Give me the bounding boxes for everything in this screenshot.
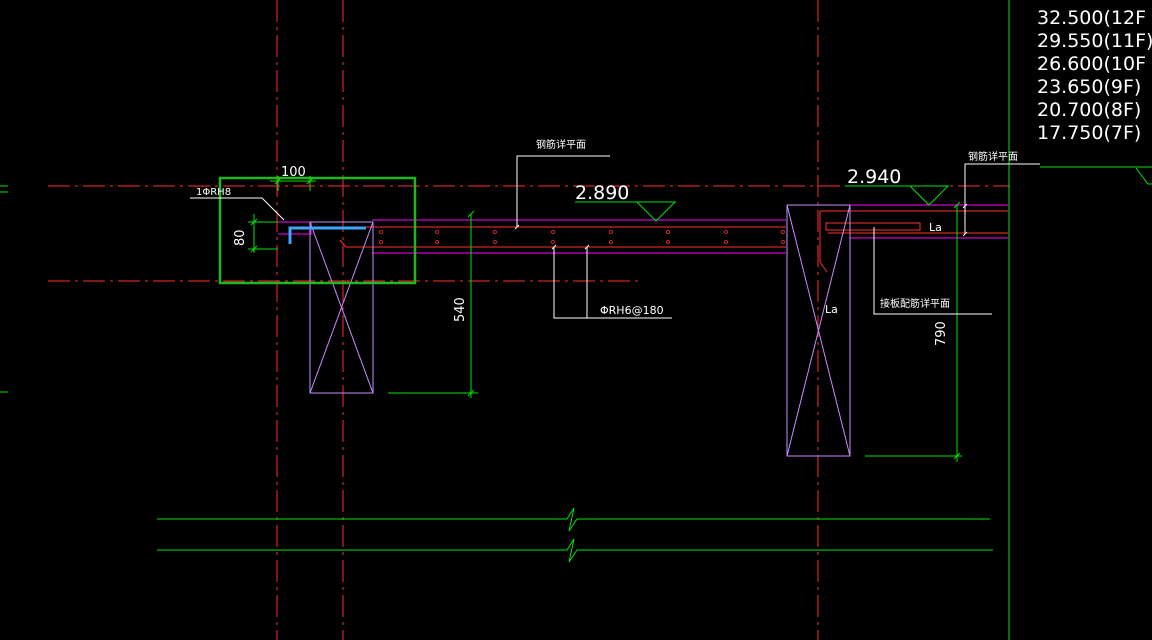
edge-ticks <box>0 185 8 393</box>
break-lines <box>157 507 993 563</box>
note-top-bar: 1ΦRH8 <box>196 187 231 198</box>
elevation-table-tick <box>1135 167 1152 185</box>
dimension-texts: 100 80 540 790 <box>233 165 949 346</box>
note-rebar-detail-2: 钢筋详平面 <box>968 150 1018 163</box>
column-right <box>786 204 851 457</box>
anchor-bar-right <box>825 222 921 231</box>
note-anchor-2: La <box>825 303 838 316</box>
elevation-7f: 17.750(7F) <box>1037 122 1141 144</box>
rebars <box>339 210 1008 273</box>
note-rebar-detail-1: 钢筋详平面 <box>536 138 586 151</box>
slab-outline <box>278 204 1008 254</box>
level-marker-right: 2.940 <box>845 166 949 206</box>
dim-80: 80 <box>233 229 248 246</box>
elevation-list: 32.500(12F 29.550(11F) 26.600(10F 23.650… <box>1037 7 1152 144</box>
distribution-bars <box>379 230 785 244</box>
axis-lines <box>48 0 1010 640</box>
elevation-9f: 23.650(9F) <box>1037 76 1141 98</box>
note-slab-rebar: 接板配筋详平面 <box>880 297 950 310</box>
leader-ticks <box>514 203 968 250</box>
level-2890: 2.890 <box>575 182 629 204</box>
elevation-11f: 29.550(11F) <box>1037 30 1152 52</box>
note-anchor-1: La <box>929 221 942 234</box>
level-2940: 2.940 <box>847 166 901 188</box>
elevation-12f: 32.500(12F <box>1037 7 1146 29</box>
note-stirrup: ΦRH6@180 <box>600 304 664 317</box>
selection-box[interactable] <box>218 176 417 285</box>
right-rebar-down-leg <box>819 211 828 273</box>
bottom-rebar-hook <box>339 239 372 248</box>
elevation-8f: 20.700(8F) <box>1037 99 1141 121</box>
annotation-texts: 钢筋详平面 钢筋详平面 1ΦRH8 ΦRH6@180 接板配筋详平面 La La <box>196 138 1018 317</box>
highlighted-rebar[interactable] <box>288 226 366 244</box>
leader-lines <box>190 155 1040 319</box>
dim-790: 790 <box>934 321 949 346</box>
dim-100: 100 <box>281 165 306 180</box>
dim-540: 540 <box>453 297 468 322</box>
level-marker-left: 2.890 <box>575 182 676 222</box>
dimensions <box>248 176 962 462</box>
elevation-10f: 26.600(10F <box>1037 53 1146 75</box>
column-left <box>309 221 374 394</box>
